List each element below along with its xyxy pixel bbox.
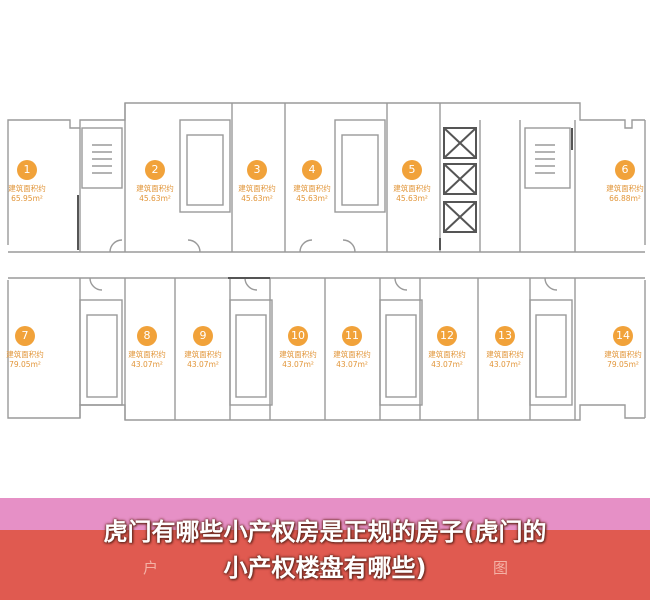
exterior-wall [7,102,645,129]
unit-area-label: 建筑面积约 [184,350,222,359]
background-caption-char: 户 [143,559,159,577]
bathroom [86,314,118,398]
unit-number-badge: 11 [342,326,362,346]
unit-area-value: 45.63m² [396,194,428,203]
bathroom [79,299,123,406]
unit-area-label: 建筑面积约 [238,184,276,193]
elevator-shaft [443,127,477,159]
unit-area-value: 79.05m² [9,360,41,369]
stairwell [81,127,123,189]
headline-line-2: 小产权楼盘有哪些) [223,554,427,582]
unit-number-badge: 6 [615,160,635,180]
elevator-shaft [443,163,477,195]
bathroom [341,134,379,206]
unit-area-label: 建筑面积约 [333,350,371,359]
bathroom [229,299,273,406]
bathroom [186,134,224,206]
unit-area-label: 建筑面积约 [293,184,331,193]
elevator-shaft [443,201,477,233]
unit-area-value: 79.05m² [607,360,639,369]
unit-area-value: 43.07m² [187,360,219,369]
banner-bottom-stripe [0,530,650,600]
unit-number-badge: 1 [17,160,37,180]
unit-number-badge: 8 [137,326,157,346]
unit-area-value: 45.63m² [241,194,273,203]
bathroom [334,119,386,213]
bathroom [235,314,267,398]
unit-area-label: 建筑面积约 [279,350,317,359]
unit-area-label: 建筑面积约 [8,184,46,193]
unit-area-label: 建筑面积约 [136,184,174,193]
stairwell [524,127,571,189]
unit-area-value: 43.07m² [431,360,463,369]
unit-area-label: 建筑面积约 [393,184,431,193]
unit-area-value: 43.07m² [282,360,314,369]
unit-area-label: 建筑面积约 [6,350,44,359]
unit-area-label: 建筑面积约 [128,350,166,359]
unit-area-value: 45.63m² [296,194,328,203]
unit-number-badge: 14 [613,326,633,346]
exterior-wall [7,398,645,421]
headline-line-1: 虎门有哪些小产权房是正规的房子(虎门的 [103,518,547,546]
unit-area-value: 43.07m² [489,360,521,369]
unit-area-value: 66.88m² [609,194,641,203]
unit-number-badge: 7 [15,326,35,346]
unit-area-label: 建筑面积约 [486,350,524,359]
unit-area-value: 43.07m² [336,360,368,369]
bathroom [529,299,573,406]
unit-number-badge: 5 [402,160,422,180]
unit-area-value: 43.07m² [131,360,163,369]
unit-number-badge: 4 [302,160,322,180]
unit-area-value: 65.95m² [11,194,43,203]
unit-area-value: 45.63m² [139,194,171,203]
bathroom [385,314,417,398]
unit-number-badge: 10 [288,326,308,346]
floor-plan-drawing [7,102,646,421]
unit-area-label: 建筑面积约 [606,184,644,193]
unit-number-badge: 3 [247,160,267,180]
unit-number-badge: 12 [437,326,457,346]
headline: 虎门有哪些小产权房是正规的房子(虎门的 小产权楼盘有哪些) [0,514,650,586]
banner-top-stripe [0,498,650,530]
unit-number-badge: 13 [495,326,515,346]
background-caption-char: 图 [493,559,509,577]
bathroom [535,314,567,398]
bathroom [379,299,423,406]
unit-area-label: 建筑面积约 [428,350,466,359]
unit-number-badge: 9 [193,326,213,346]
background-caption-char: 型 [318,559,334,577]
bathroom [179,119,231,213]
unit-area-label: 建筑面积约 [604,350,642,359]
unit-number-badge: 2 [145,160,165,180]
